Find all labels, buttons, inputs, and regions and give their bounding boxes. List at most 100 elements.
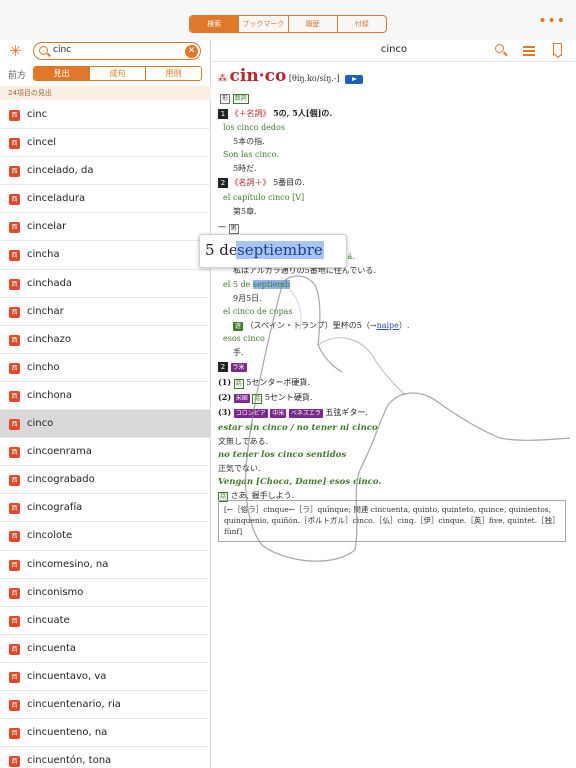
spanish-badge-icon: 西 — [9, 587, 20, 599]
tab-history[interactable]: 履歴 — [287, 16, 337, 32]
list-item-word: cincuenteno, na — [27, 727, 108, 739]
star-icon[interactable]: ✳ — [9, 42, 22, 60]
lookup-popup[interactable]: 5 de septiembre — [199, 234, 347, 268]
region-tag: コロンビア — [233, 409, 268, 418]
region-tag: ラ米 — [230, 363, 247, 372]
pos-tag: 数詞 — [232, 94, 249, 104]
sense-number: 2 — [218, 178, 228, 188]
example: el capítulo cinco [V] — [223, 193, 305, 202]
spanish-badge-icon: 西 — [9, 138, 20, 150]
bookmark-icon[interactable] — [553, 43, 562, 56]
noun-section-dash: 一 — [218, 223, 226, 232]
spanish-badge-icon: 西 — [9, 194, 20, 206]
field-tag: 遊 — [233, 322, 244, 331]
top-bar: 検索 ブックマーク 履歴 付録 ••• — [0, 0, 576, 40]
highlighted-text: septiemb — [252, 280, 291, 289]
sense-grammar: 《＋名詞》 — [230, 109, 271, 118]
entry-header: cinco — [212, 40, 576, 62]
example: esos cinco — [223, 334, 265, 343]
translation: 9月5日. — [233, 294, 262, 303]
list-item-word: cincuenta — [27, 642, 76, 654]
spanish-badge-icon: 西 — [9, 362, 20, 374]
list-item[interactable]: 西 cincho — [0, 354, 211, 382]
search-icon[interactable] — [494, 43, 508, 57]
tab-examples[interactable]: 用例 — [145, 67, 201, 80]
tab-headwords[interactable]: 見出 — [34, 67, 89, 80]
result-count: 24項目の見出 — [0, 86, 211, 100]
tab-appendix[interactable]: 付録 — [336, 16, 386, 32]
translation: 私はアルカラ通りの5番地に住んでいる. — [233, 266, 376, 275]
sense-definition: 5センターボ硬貨. — [246, 378, 310, 387]
list-item-word: cincuate — [27, 614, 70, 626]
tab-phrases[interactable]: 成句 — [89, 67, 145, 80]
list-item-word: cincho — [27, 361, 60, 373]
spanish-badge-icon: 西 — [9, 503, 20, 515]
speaker-icon[interactable] — [345, 74, 364, 84]
match-mode-label[interactable]: 前方 — [8, 71, 27, 81]
spanish-badge-icon: 西 — [9, 306, 20, 318]
idiom: Vengan [Choca, Dame] esos cinco. — [218, 477, 382, 487]
region-tag: ベネズエラ — [288, 409, 323, 418]
list-item[interactable]: 西 cinchada — [0, 270, 211, 298]
pos-tag: 男 — [228, 224, 239, 234]
spanish-badge-icon: 西 — [9, 166, 20, 178]
search-icon — [39, 46, 48, 55]
spanish-badge-icon: 西 — [9, 419, 20, 431]
cross-reference-link[interactable]: naipe — [376, 321, 399, 330]
clear-icon[interactable]: ✕ — [185, 45, 198, 58]
spanish-badge-icon: 西 — [9, 250, 20, 262]
search-row: ✳ cinc ✕ — [0, 42, 211, 62]
search-input[interactable]: cinc ✕ — [33, 42, 201, 60]
list-item-word: cinchada — [27, 277, 73, 289]
list-item-word: cinchazo — [27, 333, 71, 345]
idiom-translation: 文無しである. — [218, 437, 269, 446]
list-item[interactable]: 西 cincel — [0, 129, 211, 158]
pos-tag: 形 — [220, 94, 231, 104]
main-tabs: 検索 ブックマーク 履歴 付録 — [189, 15, 387, 33]
idiom-translation: さあ, 握手しよう. — [230, 491, 295, 500]
list-item-word: cincelado, da — [27, 165, 94, 177]
list-item-word: cinceladura — [27, 193, 86, 205]
usage-tag: 話 — [252, 394, 263, 404]
tab-search[interactable]: 検索 — [190, 16, 239, 32]
spanish-badge-icon: 西 — [9, 278, 20, 290]
list-item-word: cincel — [27, 137, 57, 149]
list-icon[interactable] — [522, 43, 536, 57]
more-icon[interactable]: ••• — [538, 13, 566, 29]
translation: 第5章. — [233, 207, 257, 216]
list-item[interactable]: 西 cinceladura — [0, 185, 211, 214]
search-mode-row: 前方 見出 成句 用例 — [0, 66, 211, 82]
translation: 5本の指. — [233, 137, 265, 146]
list-item-word: cincomesino, na — [27, 558, 109, 570]
idiom: estar sin cinco / no tener ni cinco — [218, 423, 378, 433]
search-value: cinc — [53, 45, 72, 55]
tab-bookmarks[interactable]: ブックマーク — [238, 16, 287, 32]
sense-grammar: 《名詞＋》 — [230, 178, 271, 187]
spanish-badge-icon: 西 — [9, 559, 20, 571]
spanish-badge-icon: 西 — [9, 110, 20, 121]
list-item-word: cincuentavo, va — [27, 670, 107, 682]
list-item[interactable]: 西 cincelado, da — [0, 157, 211, 186]
list-item[interactable]: 西 cincomesino, na — [0, 551, 211, 579]
spanish-badge-icon: 西 — [9, 756, 20, 768]
sense-definition: 5番目の. — [273, 178, 305, 187]
